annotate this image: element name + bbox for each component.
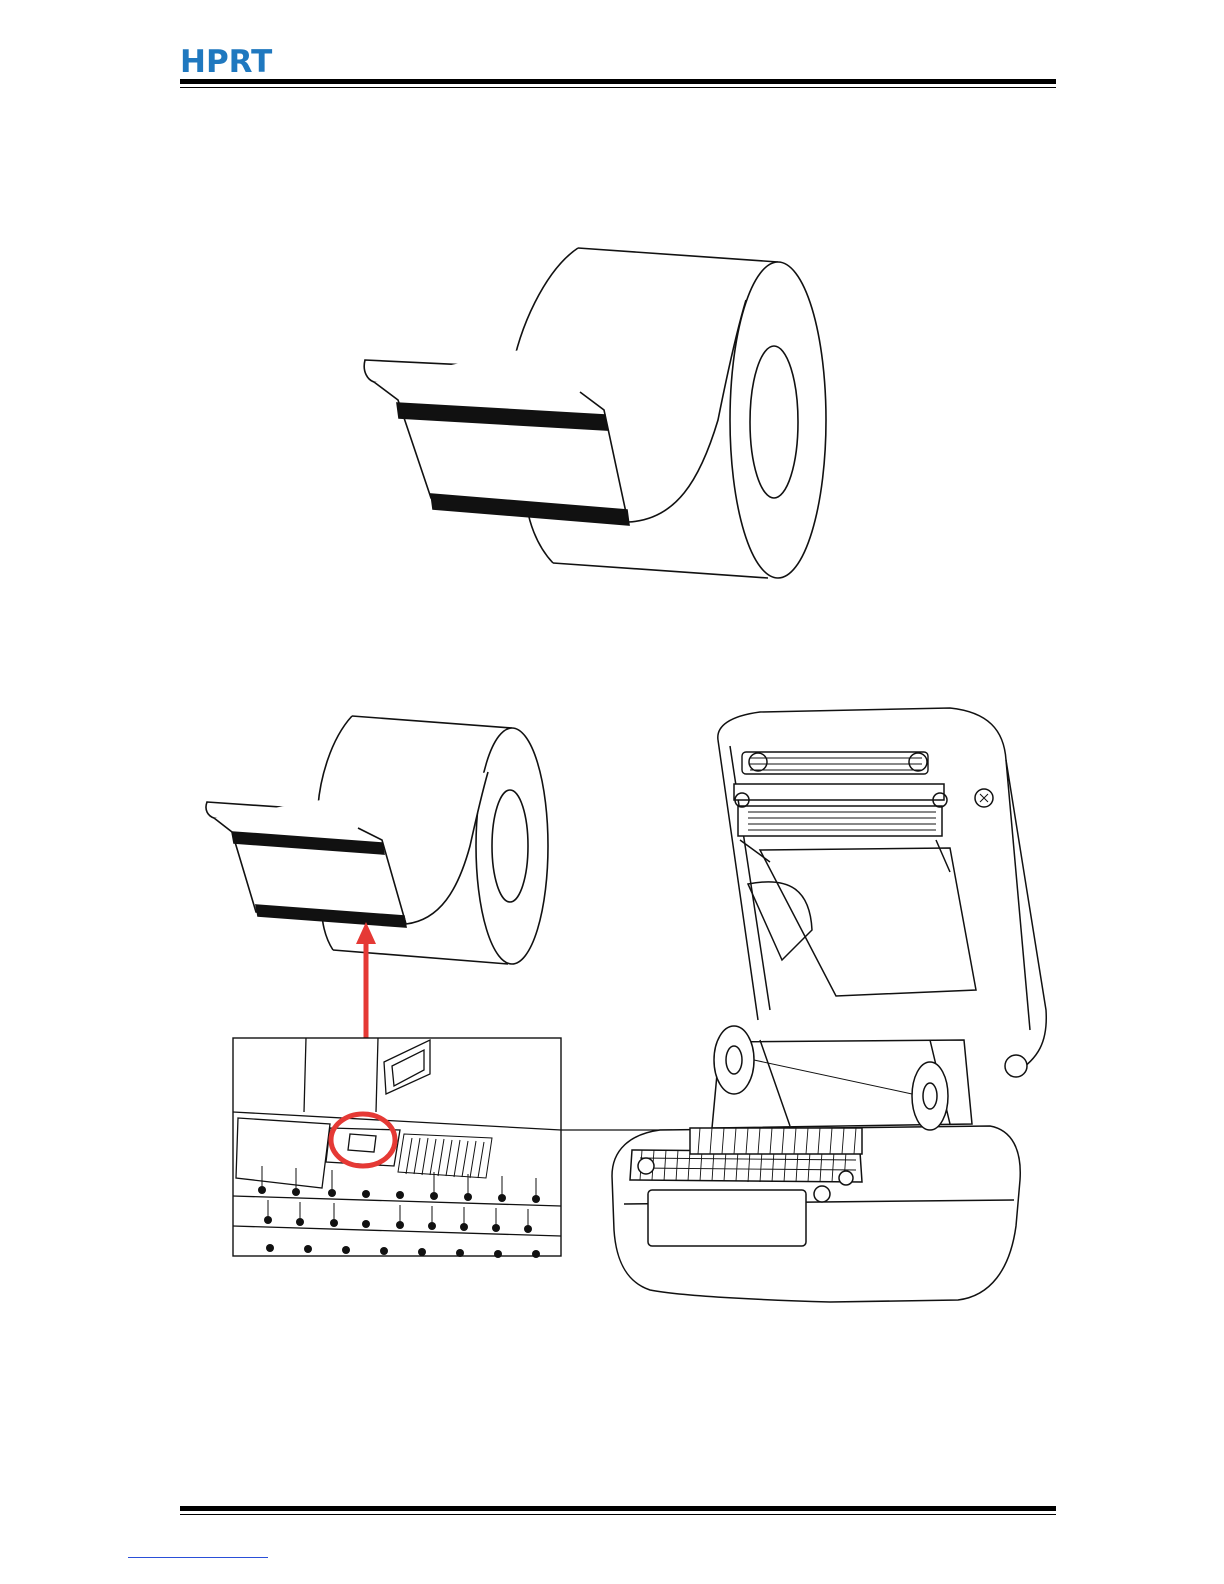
footer-rule-thin — [180, 1514, 1056, 1515]
label-roll-bottom — [206, 716, 548, 964]
open-printer — [612, 708, 1046, 1302]
footer-rule — [180, 1506, 1056, 1511]
footnote-link-underline — [128, 1557, 268, 1558]
label-roll-top — [364, 248, 826, 578]
sensor-callout — [233, 1038, 672, 1258]
